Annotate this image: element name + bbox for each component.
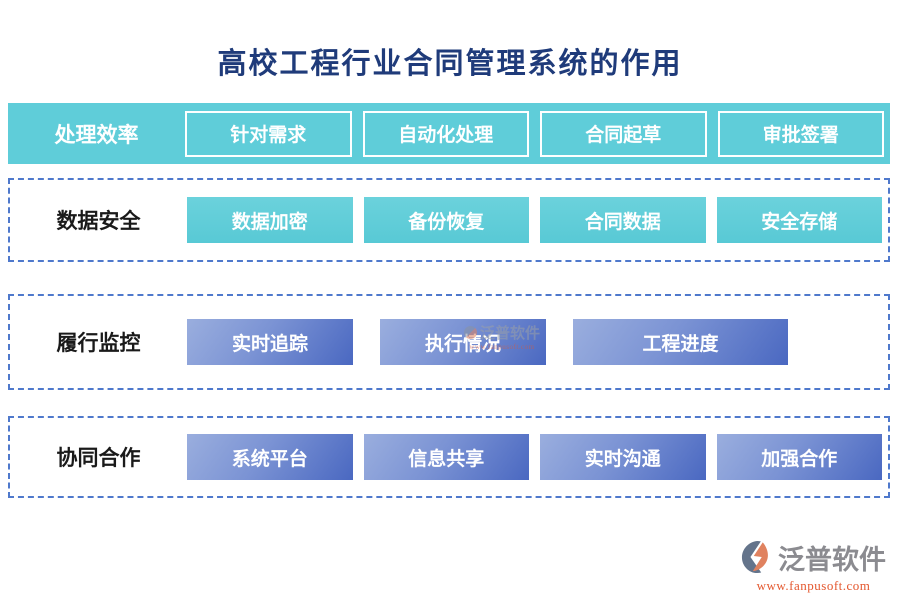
button-contract-drafting[interactable]: 合同起草 [540,110,707,157]
row-collaboration: 协同合作 系统平台 信息共享 实时沟通 加强合作 [8,416,890,498]
button-project-progress[interactable]: 工程进度 [573,319,788,365]
button-backup-recovery[interactable]: 备份恢复 [363,197,529,243]
button-secure-storage[interactable]: 安全存储 [716,197,882,243]
row-items: 实时追踪 执行情况 工程进度 [187,319,888,365]
button-realtime-communication[interactable]: 实时沟通 [540,434,706,480]
brand-url: www.fanpusoft.com [756,578,871,593]
page-title: 高校工程行业合同管理系统的作用 [217,48,683,80]
button-contract-data[interactable]: 合同数据 [540,197,706,243]
row-label-collaboration: 协同合作 [56,446,141,470]
button-strengthen-cooperation[interactable]: 加强合作 [716,434,882,480]
row-items: 数据加密 备份恢复 合同数据 安全存储 [187,197,888,243]
button-target-needs[interactable]: 针对需求 [185,110,352,157]
button-approval-signing[interactable]: 审批签署 [717,110,884,157]
brand-footer: 泛普软件 www.fanpusoft.com [741,540,886,594]
button-realtime-tracking[interactable]: 实时追踪 [187,319,353,365]
fanpu-logo-icon [741,540,775,579]
brand-name: 泛普软件 [778,544,886,575]
button-data-encryption[interactable]: 数据加密 [187,197,353,243]
button-system-platform[interactable]: 系统平台 [187,434,353,480]
button-information-sharing[interactable]: 信息共享 [363,434,529,480]
row-performance-monitoring: 履行监控 实时追踪 执行情况 工程进度 [8,294,890,390]
button-automated-processing[interactable]: 自动化处理 [362,110,529,157]
row-items: 系统平台 信息共享 实时沟通 加强合作 [187,434,888,480]
row-label-processing-efficiency: 处理效率 [54,122,139,147]
row-items: 针对需求 自动化处理 合同起草 审批签署 [185,110,890,157]
row-processing-efficiency: 处理效率 针对需求 自动化处理 合同起草 审批签署 [8,103,890,164]
row-data-security: 数据安全 数据加密 备份恢复 合同数据 安全存储 [8,178,890,262]
row-label-performance-monitoring: 履行监控 [56,331,141,355]
row-label-data-security: 数据安全 [56,209,141,233]
button-execution-status[interactable]: 执行情况 [380,319,546,365]
